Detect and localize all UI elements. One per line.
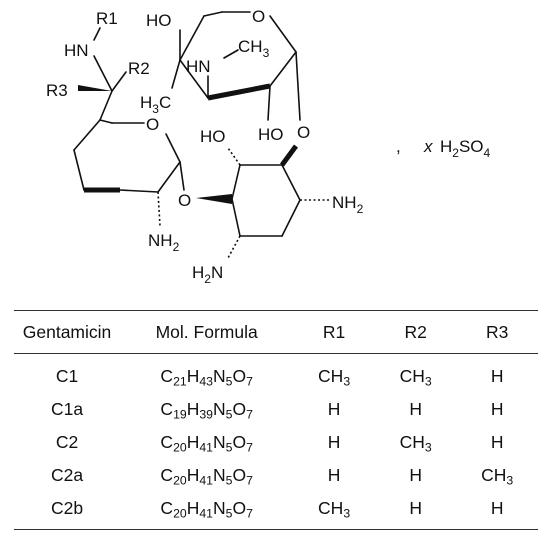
- label-o-left-ring: O: [146, 115, 159, 134]
- salt-x: x: [423, 137, 433, 156]
- label-r3: R3: [46, 81, 68, 100]
- cell-r2: H: [409, 399, 422, 419]
- header-r1: R1: [322, 321, 346, 342]
- bond-c6-r2: [111, 71, 127, 92]
- cell-formula: C20H41N5O7: [160, 432, 253, 455]
- cell-r1: H: [327, 465, 341, 485]
- hash-c3-nh2: [227, 235, 241, 259]
- salt-formula: H2SO4: [440, 137, 491, 160]
- label-r2: R2: [128, 59, 150, 78]
- hash-c2-nh2: [157, 191, 161, 227]
- cell-name: C2: [55, 432, 79, 452]
- cell-r1: H: [327, 432, 341, 452]
- header-gentamicin: Gentamicin: [22, 321, 112, 342]
- table-row: C1a C19H39N5O7 H H H: [14, 393, 538, 426]
- cell-r3: H: [490, 366, 504, 386]
- cell-formula: C20H41N5O7: [160, 465, 253, 488]
- header-r3: R3: [486, 321, 509, 342]
- cell-r2: H: [409, 465, 422, 485]
- bond-c6-n: [93, 55, 113, 92]
- cell-r2: CH3: [399, 366, 432, 389]
- table-row: C2a C20H41N5O7 H H CH3: [14, 459, 538, 492]
- cell-r2: CH3: [399, 432, 432, 455]
- cell-r3: H: [490, 432, 504, 452]
- salt-comma: ,: [396, 137, 401, 156]
- cell-r1: CH3: [318, 366, 351, 389]
- cell-r1: H: [327, 399, 341, 419]
- label-o-link-left: O: [178, 191, 191, 210]
- label-hn-top: HN: [64, 41, 89, 60]
- header-r2: R2: [404, 321, 427, 342]
- hash-c5-oh: [227, 147, 241, 166]
- wedge-o-c4: [196, 194, 232, 204]
- cell-r3: H: [490, 498, 504, 518]
- table-row: C2 C20H41N5O7 H CH3 H: [14, 426, 538, 459]
- table-row: C1 C21H43N5O7 CH3 CH3 H: [14, 354, 538, 394]
- label-o-ring-top: O: [252, 7, 265, 26]
- cell-r3: H: [490, 399, 504, 419]
- table-header-row: Gentamicin Mol. Formula R1 R2 R3: [14, 310, 538, 354]
- composition-table: Gentamicin Mol. Formula R1 R2 R3 C1 C21H4…: [14, 310, 538, 530]
- bond-c1-o: [179, 161, 185, 191]
- cell-name: C1a: [50, 399, 84, 419]
- label-hn-mid: HN: [186, 57, 211, 76]
- bond-c4-ch3: [171, 59, 181, 89]
- label-ho-mid: HO: [200, 127, 226, 146]
- cell-r2: H: [409, 498, 422, 518]
- label-ho-top: HO: [146, 11, 172, 30]
- gentamicin-structure: R1 HN R2 R3 HO O CH3 HN H3C O HO HO O O …: [46, 7, 491, 286]
- label-nh2-right: NH2: [332, 193, 364, 216]
- left-sugar-ring: [73, 90, 181, 193]
- cell-name: C2b: [50, 498, 84, 518]
- label-r1: R1: [96, 9, 118, 28]
- label-h3c: H3C: [140, 93, 171, 116]
- label-h2n: H2N: [192, 263, 223, 286]
- cell-name: C1: [55, 366, 79, 386]
- cell-name: C2a: [50, 465, 84, 485]
- cell-r3: CH3: [481, 465, 514, 488]
- bond-c2-oh: [267, 85, 271, 121]
- label-ch3-top: CH3: [238, 37, 270, 60]
- cell-r1: CH3: [318, 498, 351, 521]
- header-mol-formula: Mol. Formula: [155, 321, 258, 342]
- central-ring: [231, 164, 301, 237]
- label-nh2-left: NH2: [148, 231, 180, 254]
- bond-n-r1: [93, 27, 101, 41]
- cell-formula: C19H39N5O7: [160, 399, 253, 422]
- label-o-link-right: O: [297, 123, 310, 142]
- wedge-c6-r3: [78, 85, 112, 91]
- label-ho-ring: HO: [258, 125, 284, 144]
- bold-c6-o: [279, 144, 299, 167]
- bond-n-ch3: [223, 49, 239, 59]
- top-sugar-ring: [179, 11, 297, 101]
- table-row: C2b C20H41N5O7 CH3 H H: [14, 492, 538, 530]
- bond-c1-o-link: [295, 51, 301, 121]
- cell-formula: C21H43N5O7: [160, 366, 253, 389]
- cell-formula: C20H41N5O7: [160, 498, 253, 521]
